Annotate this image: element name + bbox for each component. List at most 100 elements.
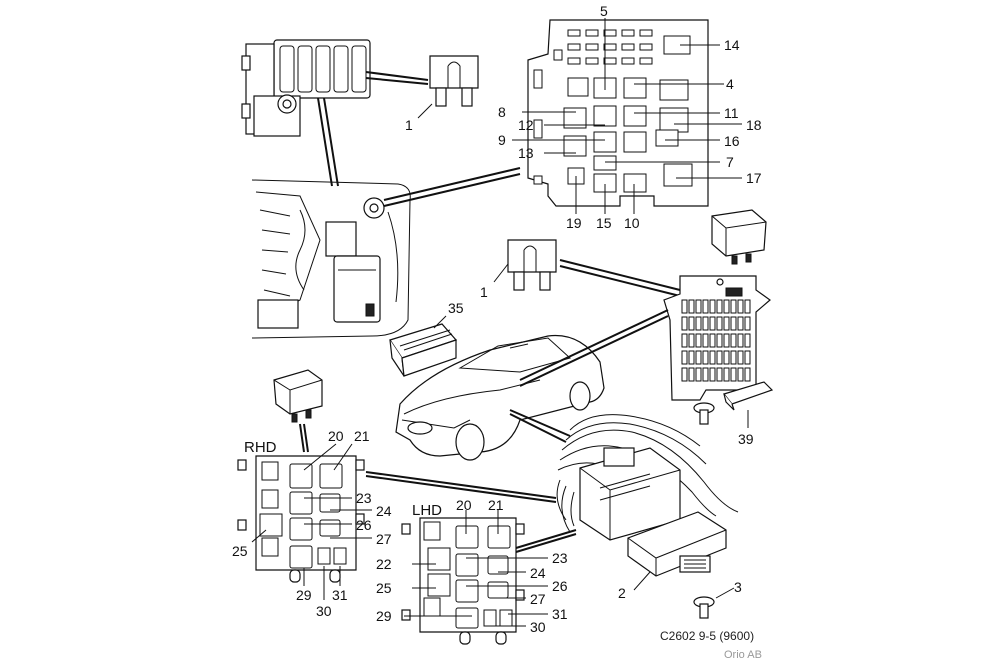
engine-bay-illustration	[251, 179, 411, 339]
fuse-slot	[695, 350, 702, 365]
rhd-label: RHD	[244, 439, 277, 456]
callout-8: 8	[498, 104, 506, 120]
rhd-callout-26: 26	[356, 517, 372, 533]
fuse-slot	[716, 299, 723, 314]
callout-7: 7	[726, 154, 734, 170]
fuse-slot	[716, 316, 723, 331]
fuse-slot	[730, 350, 737, 365]
control-module-35	[389, 323, 458, 377]
lhd-callout-25: 25	[376, 580, 392, 596]
rhd-callout-24: 24	[376, 503, 392, 519]
callout-10: 10	[624, 215, 640, 231]
callout-18: 18	[746, 117, 762, 133]
blade-fuse-top	[365, 55, 479, 107]
fuse-slot	[730, 333, 737, 348]
callout-17: 17	[746, 170, 762, 186]
fuse-slot	[730, 299, 737, 314]
rhd-leaders	[251, 443, 372, 600]
callout-39: 39	[738, 431, 754, 447]
rhd-callout-23: 23	[356, 490, 372, 506]
fuse-slot	[716, 350, 723, 365]
relay-top-right	[711, 209, 767, 265]
fuse-slot	[702, 316, 709, 331]
blade-fuse-middle	[507, 239, 557, 291]
callout-1-top: 1	[405, 117, 413, 133]
fuse-slot	[688, 316, 695, 331]
callout-4: 4	[726, 76, 734, 92]
fuse-slot	[744, 333, 751, 348]
fuse-slot	[744, 316, 751, 331]
fuse-slot	[737, 333, 744, 348]
fuse-slot	[709, 299, 716, 314]
lhd-callout-29: 29	[376, 608, 392, 624]
fuse-slot	[681, 350, 688, 365]
callout-14: 14	[724, 37, 740, 53]
fuse-slot	[702, 350, 709, 365]
fuse-slot	[737, 367, 744, 382]
fuse-slot	[737, 316, 744, 331]
fuse-slot	[723, 367, 730, 382]
relay-box-leaders	[512, 18, 742, 214]
central-electronic-unit-2	[627, 511, 727, 577]
fuse-slot	[695, 333, 702, 348]
callout-19: 19	[566, 215, 582, 231]
fuse-slot	[709, 316, 716, 331]
rhd-relay-panel	[237, 455, 365, 583]
fuse-slot	[702, 333, 709, 348]
lhd-callout-24: 24	[530, 565, 546, 581]
lhd-callout-21: 21	[488, 497, 504, 513]
central-electronic-unit-holder	[579, 447, 681, 541]
lhd-callout-30: 30	[530, 619, 546, 635]
lhd-callout-22: 22	[376, 556, 392, 572]
fuse-slot	[688, 333, 695, 348]
callout-5: 5	[600, 3, 608, 19]
fuse-slot	[695, 299, 702, 314]
screw-3	[693, 596, 715, 619]
callout-9: 9	[498, 132, 506, 148]
lhd-callout-20: 20	[456, 497, 472, 513]
fuse-slot	[737, 350, 744, 365]
lhd-label: LHD	[412, 502, 442, 519]
lhd-callout-26: 26	[552, 578, 568, 594]
fuse-slot	[695, 316, 702, 331]
callout-2: 2	[618, 585, 626, 601]
interior-fuse-grid	[681, 299, 751, 382]
rhd-callout-25: 25	[232, 543, 248, 559]
fuse-slot	[744, 350, 751, 365]
fuse-slot	[723, 333, 730, 348]
fuse-slot	[681, 316, 688, 331]
rhd-callout-30: 30	[316, 603, 332, 619]
lhd-relay-panel	[401, 517, 525, 645]
fuse-slot	[681, 299, 688, 314]
callout-1-middle: 1	[480, 284, 488, 300]
fuse-slot	[744, 367, 751, 382]
rhd-callout-20: 20	[328, 428, 344, 444]
callout-15: 15	[596, 215, 612, 231]
lhd-leaders	[404, 510, 548, 627]
rhd-callout-27: 27	[376, 531, 392, 547]
fuse-slot	[716, 367, 723, 382]
fuse-slot	[723, 316, 730, 331]
fuse-slot	[730, 367, 737, 382]
fuse-slot	[681, 333, 688, 348]
fuse-slot	[709, 367, 716, 382]
callout-35: 35	[448, 300, 464, 316]
figure-code: C2602 9-5 (9600)	[660, 629, 754, 643]
lhd-callout-27: 27	[530, 591, 546, 607]
relay-left	[273, 369, 323, 423]
fuse-slot	[723, 350, 730, 365]
screw-small	[693, 402, 715, 425]
fuse-puller-39	[722, 381, 774, 411]
rhd-callout-29: 29	[296, 587, 312, 603]
fuse-slot	[730, 316, 737, 331]
fuse-slot	[702, 299, 709, 314]
callout-3: 3	[734, 579, 742, 595]
lhd-callout-31: 31	[552, 606, 568, 622]
callout-13: 13	[518, 145, 534, 161]
fuse-slot	[695, 367, 702, 382]
fuse-slot	[688, 350, 695, 365]
fuse-slot	[688, 367, 695, 382]
fuse-slot	[737, 299, 744, 314]
fuse-slot	[709, 333, 716, 348]
